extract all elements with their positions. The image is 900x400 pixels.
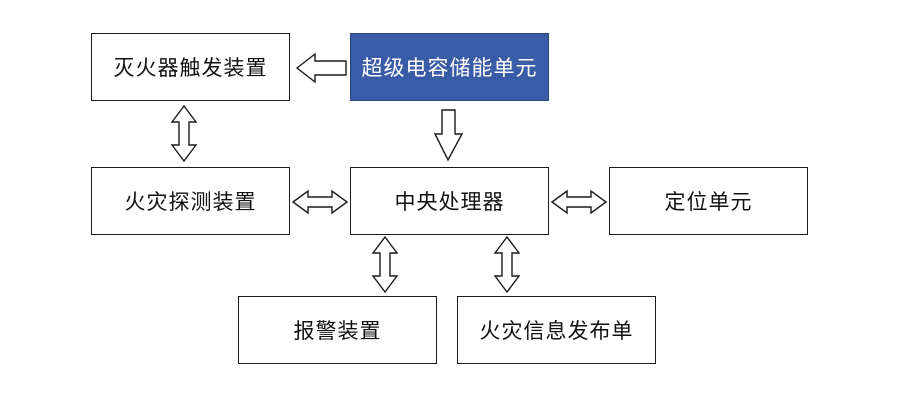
- node-alarm-device: 报警装置: [238, 296, 437, 364]
- arrow-cpu-alarm: [371, 235, 399, 294]
- node-central-processor: 中央处理器: [350, 167, 549, 235]
- node-fire-detector: 火灾探测装置: [91, 167, 290, 235]
- arrow-cpu-fireinfo: [493, 235, 521, 294]
- arrow-supercap-to-extinguisher: [295, 52, 347, 84]
- node-supercap-storage: 超级电容储能单元: [350, 33, 549, 101]
- node-fire-info-publisher: 火灾信息发布单: [457, 296, 656, 364]
- arrow-cpu-positioning: [550, 189, 608, 215]
- arrow-extinguisher-detector: [170, 104, 198, 163]
- arrow-supercap-to-cpu: [433, 109, 464, 162]
- node-positioning-unit: 定位单元: [609, 167, 808, 235]
- arrow-detector-cpu: [291, 189, 349, 215]
- node-extinguisher-trigger: 灭火器触发装置: [91, 33, 290, 101]
